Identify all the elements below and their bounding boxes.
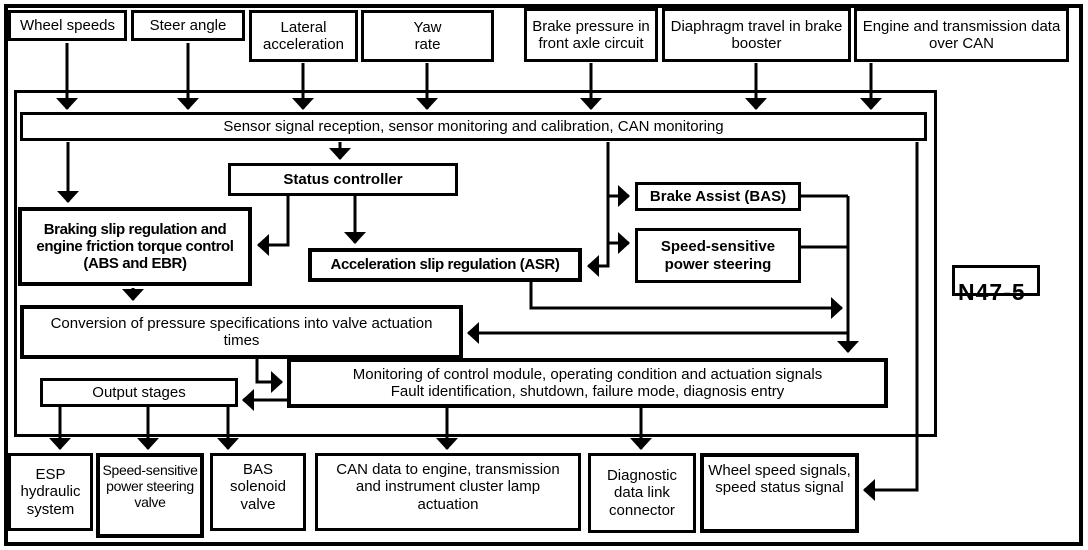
block-label: Conversion of pressure specifications in…	[50, 314, 433, 349]
block-label: Brake Assist (BAS)	[649, 187, 787, 205]
block-braking-slip-regulation: Braking slip regulation and engine frict…	[18, 207, 252, 286]
sensor-signal-bar: Sensor signal reception, sensor monitori…	[20, 112, 927, 141]
block-power-steering: Speed-sensitive power steering	[635, 228, 801, 283]
input-box-yaw-rate: Yaw rate	[361, 10, 494, 62]
output-box-can-data: CAN data to engine, transmission and ins…	[315, 453, 581, 531]
output-label: ESP hydraulic system	[20, 466, 81, 518]
output-box-diagnostic-connector: Diagnostic data link connector	[588, 453, 696, 533]
input-box-wheel-speeds: Wheel speeds	[8, 10, 127, 41]
block-label: Output stages	[92, 383, 186, 401]
block-label: Monitoring of control module, operating …	[352, 365, 823, 400]
output-label: Speed-sensitive power steering valve	[102, 462, 198, 511]
output-label: CAN data to engine, transmission and ins…	[336, 461, 560, 513]
block-label: Speed-sensitive power steering	[660, 238, 776, 273]
output-box-bas-solenoid-valve: BAS solenoid valve	[210, 453, 306, 531]
input-label: Diaphragm travel in brake booster	[670, 17, 843, 52]
block-label: Acceleration slip regulation (ASR)	[330, 256, 560, 274]
control-module-container	[14, 90, 937, 437]
input-box-brake-pressure: Brake pressure in front axle circuit	[524, 8, 658, 62]
input-box-diaphragm-travel: Diaphragm travel in brake booster	[662, 8, 851, 62]
component-tag-n47-5: N47-5	[958, 279, 1026, 305]
input-box-lateral-acceleration: Lateral acceleration	[249, 10, 358, 62]
input-label: Yaw rate	[413, 18, 442, 53]
block-asr: Acceleration slip regulation (ASR)	[308, 248, 582, 282]
block-conversion: Conversion of pressure specifications in…	[20, 305, 463, 359]
input-label: Wheel speeds	[19, 16, 116, 34]
component-tag-box	[952, 265, 1040, 296]
input-label: Lateral acceleration	[263, 18, 344, 53]
sensor-signal-bar-label: Sensor signal reception, sensor monitori…	[223, 117, 724, 135]
output-box-steering-valve: Speed-sensitive power steering valve	[96, 453, 204, 538]
input-box-steer-angle: Steer angle	[131, 10, 245, 41]
output-box-esp-hydraulic: ESP hydraulic system	[8, 453, 93, 531]
block-monitoring: Monitoring of control module, operating …	[287, 358, 888, 408]
block-label: Braking slip regulation and engine frict…	[36, 220, 234, 273]
block-status-controller: Status controller	[228, 163, 458, 196]
input-label: Brake pressure in front axle circuit	[532, 17, 650, 52]
block-output-stages: Output stages	[40, 378, 238, 407]
output-label: BAS solenoid valve	[230, 461, 286, 513]
output-box-wheel-speed-signals: Wheel speed signals, speed status signal	[700, 453, 859, 533]
block-brake-assist: Brake Assist (BAS)	[635, 182, 801, 211]
input-label: Steer angle	[149, 16, 227, 34]
output-label: Wheel speed signals, speed status signal	[708, 462, 851, 497]
input-box-engine-transmission-can: Engine and transmission data over CAN	[854, 8, 1069, 62]
block-label: Status controller	[283, 170, 403, 188]
output-label: Diagnostic data link connector	[606, 467, 678, 519]
outer-border	[4, 4, 1083, 546]
input-label: Engine and transmission data over CAN	[862, 17, 1061, 52]
